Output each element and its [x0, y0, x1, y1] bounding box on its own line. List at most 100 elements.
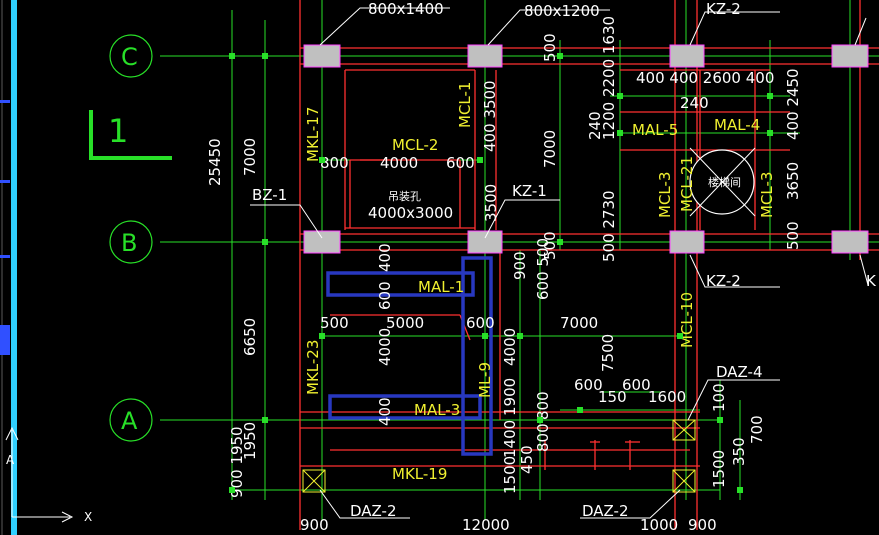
label-d600-mid: 600 — [466, 314, 495, 332]
label-bz1: BZ-1 — [252, 186, 287, 204]
label-d450: 450 — [518, 445, 536, 474]
label-d1600: 1600 — [648, 388, 686, 406]
label-d3500-k: 3500 — [482, 184, 500, 222]
label-d700: 700 — [748, 415, 766, 444]
label-d400-b: 400 — [376, 243, 394, 272]
label-d1900: 1900 — [501, 378, 519, 416]
label-daz2-l: DAZ-2 — [350, 502, 397, 520]
label-mal1: MAL-1 — [418, 278, 464, 296]
label-mkl19: MKL-19 — [392, 465, 447, 483]
label-d12000: 12000 — [462, 516, 510, 534]
ucs-y-label: A — [6, 453, 15, 467]
blue-marker-3 — [0, 255, 10, 258]
label-d4000: 4000 — [380, 154, 418, 172]
label-d1400: 1400 — [501, 420, 519, 458]
label-opening-size: 4000x3000 — [368, 204, 453, 222]
view-marker-label: 1 — [108, 112, 128, 150]
label-d2730: 500 2730 — [600, 190, 618, 262]
ucs-icon — [5, 426, 74, 523]
label-mcl3-b: MCL-3 — [758, 172, 776, 218]
label-d7000-l: 7000 — [241, 138, 259, 176]
label-d3500-v: 400 3500 — [481, 80, 499, 152]
label-d400-2600: 400 400 2600 400 — [636, 69, 774, 87]
label-d800-a: 800 — [534, 391, 552, 420]
label-d150: 150 — [598, 388, 627, 406]
label-d900-br: 900 — [688, 516, 717, 534]
label-d9001950: 900 1950 — [228, 426, 246, 498]
label-d6650: 6650 — [241, 318, 259, 356]
label-d4000-v2: 4000 — [501, 328, 519, 366]
label-mkl23: MKL-23 — [304, 340, 322, 395]
blue-marker-1 — [0, 100, 10, 103]
label-mcl21: MCL-21 — [678, 156, 696, 212]
label-mal3: MAL-3 — [414, 401, 460, 419]
label-d800-a2: 800 — [534, 423, 552, 452]
label-mcl1: MCL-1 — [456, 82, 474, 128]
label-d5000: 5000 — [386, 314, 424, 332]
label-d500-b2: 500 — [784, 221, 802, 250]
label-mcl2: MCL-2 — [392, 136, 438, 154]
label-d600-a: 600 — [574, 376, 603, 394]
view-marker — [89, 110, 172, 160]
label-d2200: 1200 2200 1630 — [600, 16, 618, 140]
daz-boxes — [302, 419, 696, 493]
label-d240-a: 240 — [586, 111, 604, 140]
grid-axis-B-label: B — [121, 229, 137, 257]
label-d7000-h: 7000 — [560, 314, 598, 332]
label-daz4: DAZ-4 — [716, 363, 763, 381]
label-d500-c: 500 — [541, 33, 559, 62]
label-top1: 800x1400 — [368, 0, 444, 18]
label-ml9: ML-9 — [476, 362, 494, 398]
label-d240-b: 240 — [680, 94, 709, 112]
beam-lines — [299, 0, 879, 530]
label-d600: 600 — [446, 154, 475, 172]
label-kz2-top: KZ-2 — [706, 0, 741, 18]
label-d100: 100 — [710, 383, 728, 412]
label-d400-a: 400 — [376, 397, 394, 426]
label-d1500-r: 1500 — [710, 450, 728, 488]
label-d800: 800 — [320, 154, 349, 172]
label-d500-mid: 500 — [320, 314, 349, 332]
label-d600-a2: 600 — [622, 376, 651, 394]
highlight-boxes — [326, 256, 493, 456]
label-d500-b: 500 — [541, 231, 559, 260]
columns — [303, 44, 869, 254]
ucs-x-label: X — [84, 510, 92, 524]
label-d600-500: 600 500 — [534, 238, 552, 300]
stair-cross — [689, 147, 756, 217]
grid-ticks — [229, 53, 773, 493]
axis-bubbles — [109, 34, 153, 442]
blue-marker-2 — [0, 180, 10, 183]
label-d900-bl: 900 — [300, 516, 329, 534]
label-d1950: 1950 — [241, 422, 259, 460]
label-d4002450: 400 2450 — [784, 68, 802, 140]
cyan-scrollbar[interactable] — [11, 0, 17, 535]
label-mal5: MAL-5 — [632, 121, 678, 139]
label-opening-note: 吊装孔 — [388, 190, 421, 203]
label-daz2-r: DAZ-2 — [582, 502, 629, 520]
label-d1000: 1000 — [640, 516, 678, 534]
label-d350: 350 — [730, 437, 748, 466]
grid-axis-A-label: A — [121, 407, 138, 435]
label-kz1: KZ-1 — [512, 182, 547, 200]
label-top2: 800x1200 — [524, 2, 600, 20]
label-d4000-v: 4000 — [376, 328, 394, 366]
label-mcl10: MCL-10 — [678, 292, 696, 348]
label-kz2-mid: KZ-2 — [706, 272, 741, 290]
leader-lines — [250, 7, 869, 519]
label-d1500: 1500 — [501, 456, 519, 494]
grid-axis-C-label: C — [121, 43, 138, 71]
label-stair: 楼梯间 — [708, 175, 741, 189]
label-mal4: MAL-4 — [714, 116, 760, 134]
label-mcl3-a: MCL-3 — [656, 172, 674, 218]
label-mkl17: MKL-17 — [304, 107, 322, 162]
label-d3650: 3650 — [784, 162, 802, 200]
label-d600-b: 600 — [376, 281, 394, 310]
blue-marker-4 — [0, 325, 10, 355]
label-d25450: 25450 — [206, 138, 224, 186]
label-d900-b: 900 — [511, 251, 529, 280]
label-d7000-m: 7000 — [541, 130, 559, 168]
label-d7500: 7500 — [599, 334, 617, 372]
label-k-cut: K — [866, 272, 877, 290]
